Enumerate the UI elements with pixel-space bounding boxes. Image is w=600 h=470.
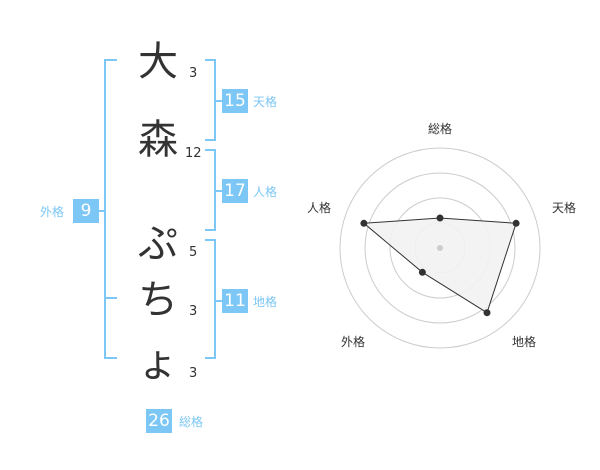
radar-series-polygon bbox=[362, 217, 517, 314]
radar-ring-4 bbox=[339, 147, 541, 349]
tenkaku-value: 15 bbox=[222, 89, 248, 113]
radar-center-dot bbox=[437, 245, 443, 251]
stroke-count-1: 3 bbox=[189, 66, 198, 81]
radar-axis-label-chikaku: 地格 bbox=[512, 335, 537, 349]
gaikaku-bracket bbox=[104, 59, 117, 359]
stroke-count-2: 12 bbox=[185, 146, 202, 161]
stroke-count-4: 3 bbox=[189, 304, 198, 319]
name-char-3: ぷ bbox=[138, 221, 178, 267]
chikaku-bracket bbox=[205, 239, 216, 359]
name-char-4: ち bbox=[138, 277, 178, 323]
stroke-count-5: 3 bbox=[189, 366, 198, 381]
soukaku-label: 総格 bbox=[179, 415, 204, 429]
radar-axis-label-tenkaku: 天格 bbox=[552, 201, 577, 215]
radar-axis-label-gaikaku: 外格 bbox=[341, 335, 366, 349]
name-char-5: ょ bbox=[138, 340, 178, 386]
soukaku-value: 26 bbox=[146, 409, 172, 433]
radar-point-4 bbox=[360, 219, 368, 227]
name-char-2: 森 bbox=[138, 117, 178, 163]
radar-point-1 bbox=[512, 219, 520, 227]
jinkaku-label: 人格 bbox=[253, 185, 278, 199]
gaikaku-label: 外格 bbox=[40, 205, 65, 219]
name-char-1: 大 bbox=[138, 39, 178, 85]
radar-ring-3 bbox=[364, 172, 516, 324]
gaikaku-value: 9 bbox=[73, 199, 99, 223]
radar-point-2 bbox=[483, 309, 491, 317]
chikaku-value: 11 bbox=[222, 289, 248, 313]
radar-axis-label-jinkaku: 人格 bbox=[307, 201, 332, 215]
stroke-count-3: 5 bbox=[189, 245, 198, 260]
radar-axis-label-soukaku: 総格 bbox=[428, 122, 453, 136]
chikaku-label: 地格 bbox=[253, 295, 278, 309]
tenkaku-label: 天格 bbox=[253, 95, 278, 109]
jinkaku-value: 17 bbox=[222, 179, 248, 203]
radar-point-0 bbox=[436, 214, 444, 222]
radar-point-3 bbox=[418, 268, 426, 276]
